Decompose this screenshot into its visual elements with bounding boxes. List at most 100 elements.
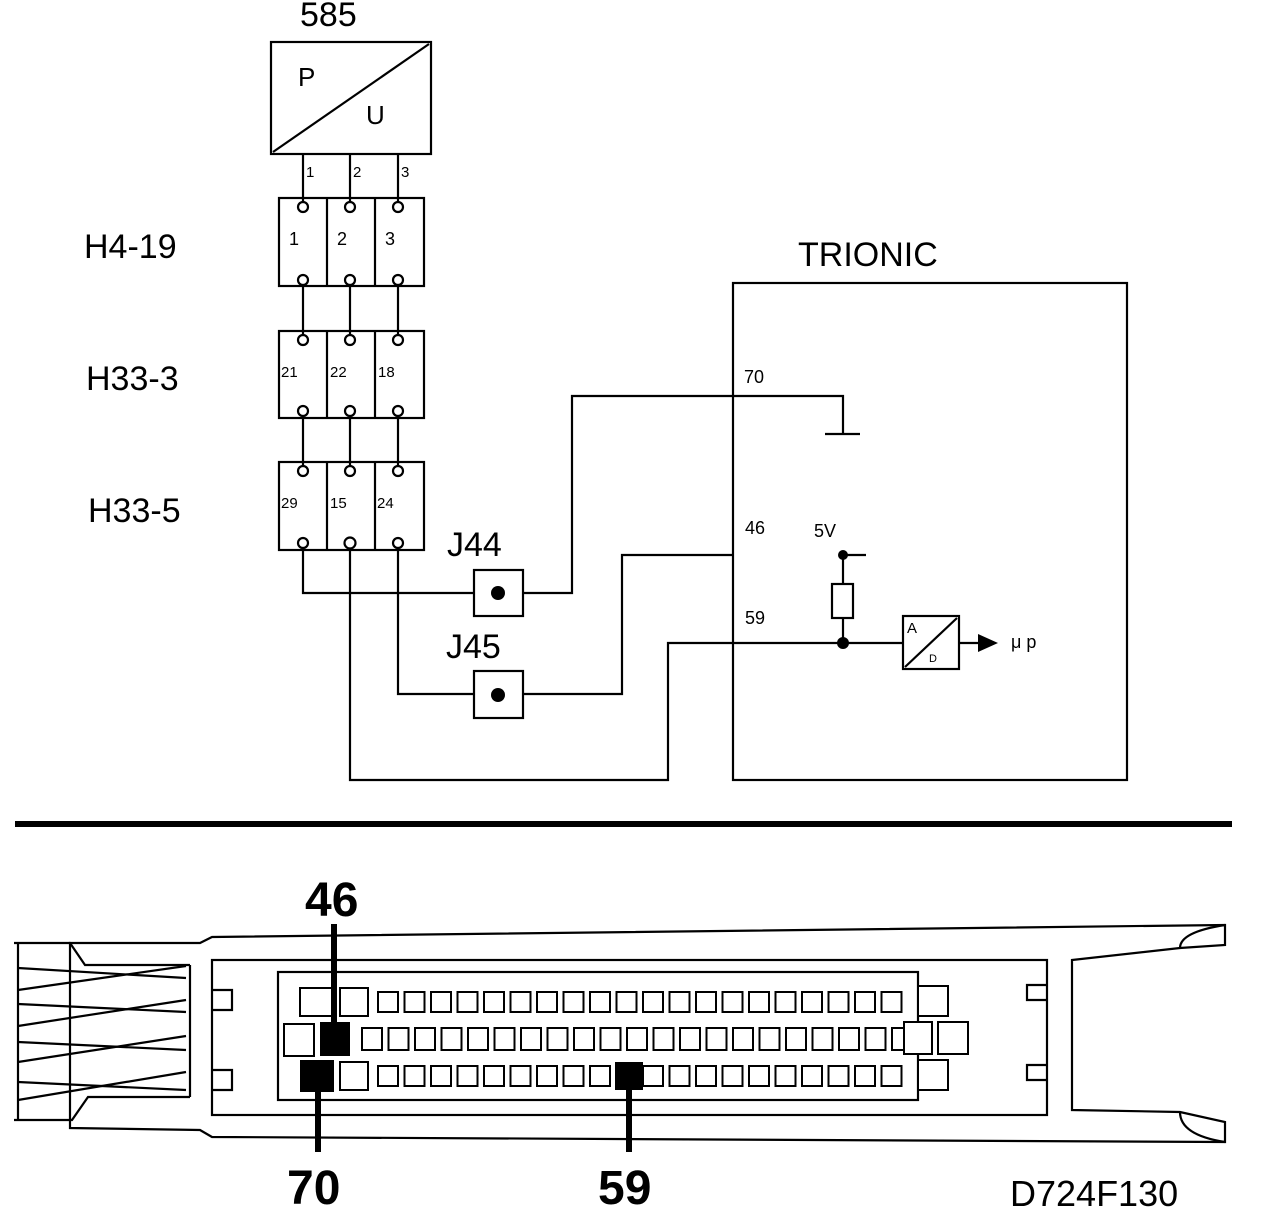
h33-5-pin-15: 15: [330, 495, 347, 512]
pin-70-highlight: [300, 1060, 334, 1092]
pullup-resistor: [830, 582, 855, 620]
sensor-id-label: 585: [300, 0, 357, 34]
pin-cell: [679, 1027, 701, 1051]
sensor-pin-1: 1: [306, 164, 314, 181]
pin-cell: [589, 1065, 611, 1087]
h4-19-pin-3: 3: [385, 229, 395, 249]
pin-cell: [483, 991, 505, 1013]
pin-cell: [880, 991, 903, 1013]
h33-3-pin-22: 22: [330, 364, 347, 381]
pin-cell-large: [339, 1061, 369, 1091]
junction-j45: [472, 669, 525, 720]
pin-cell-large: [339, 987, 369, 1017]
junction-j44-label: J44: [447, 526, 502, 564]
pin-cell: [721, 991, 744, 1013]
output-arrow-icon: [978, 634, 998, 652]
pin-cell: [774, 1065, 797, 1087]
microprocessor-label: μ p: [1011, 632, 1036, 652]
pin-cell: [440, 1027, 463, 1051]
pin-cell: [811, 1027, 834, 1051]
connector-h33-3-label: H33-3: [86, 360, 179, 398]
pin-cell: [387, 1027, 410, 1051]
ecu-title: TRIONIC: [798, 236, 938, 274]
pin-cell: [467, 1027, 489, 1051]
sensor-pin-2: 2: [353, 164, 361, 181]
pin-cell-large: [937, 1021, 969, 1055]
pin-cell-large: [903, 1021, 933, 1055]
pin-cell: [377, 991, 399, 1013]
pin-cell: [668, 991, 691, 1013]
pin-cell: [377, 1065, 399, 1087]
h33-3-pin-18: 18: [378, 364, 395, 381]
h33-5-pin-24: 24: [377, 495, 394, 512]
h4-19-pin-2: 2: [337, 229, 347, 249]
pin-cell: [827, 991, 850, 1013]
pin-cell: [361, 1027, 383, 1051]
pin-cell: [589, 991, 611, 1013]
drawing-code: D724F130: [1010, 1173, 1178, 1214]
pin-cell: [880, 1065, 903, 1087]
connector-h33-5-label: H33-5: [88, 492, 181, 530]
connector-pin-59-label: 59: [598, 1162, 651, 1215]
pin-grid: [283, 985, 969, 1091]
pin-cell-large: [917, 985, 949, 1017]
pin-cell: [695, 991, 717, 1013]
adc-bottom-letter: D: [929, 653, 937, 665]
pin-cell: [748, 991, 770, 1013]
pin-cell: [838, 1027, 860, 1051]
connector-pin-46-label: 46: [305, 874, 358, 927]
pin-cell: [642, 1065, 664, 1087]
ecu-pin-46: 46: [745, 518, 765, 538]
pin-cell: [864, 1027, 887, 1051]
pin-cell: [758, 1027, 781, 1051]
pin-cell: [785, 1027, 807, 1051]
pin-cell: [668, 1065, 691, 1087]
ecu-pin-70: 70: [744, 367, 764, 387]
sensor-pin-3: 3: [401, 164, 409, 181]
pin-cell: [854, 991, 876, 1013]
pin-cell: [801, 1065, 823, 1087]
ecu-connector-view: [14, 923, 1227, 1152]
supply-voltage-label: 5V: [814, 521, 836, 541]
pin-46-highlight: [320, 1022, 350, 1056]
pin-cell: [705, 1027, 728, 1051]
pin-cell: [536, 991, 558, 1013]
junction-j45-label: J45: [446, 628, 501, 666]
h33-5-pin-29: 29: [281, 495, 298, 512]
pin-cell: [403, 1065, 426, 1087]
pin-cell: [854, 1065, 876, 1087]
pin-cell: [430, 991, 452, 1013]
adc-converter: A D: [901, 614, 961, 671]
pin-cell: [721, 1065, 744, 1087]
sensor-bottom-letter: U: [366, 100, 385, 130]
connector-h4-19-label: H4-19: [84, 228, 177, 266]
pin-cell: [774, 991, 797, 1013]
pin-cell: [652, 1027, 675, 1051]
pin-cell: [493, 1027, 516, 1051]
trionic-ecu: 70 46 5V 59 A D μ p: [731, 281, 1129, 782]
pin-cell: [456, 991, 479, 1013]
pin-cell: [414, 1027, 436, 1051]
pin-cell: [573, 1027, 595, 1051]
connector-pin-70-label: 70: [287, 1162, 340, 1215]
pin-cell: [626, 1027, 648, 1051]
pin-cell-large: [917, 1059, 949, 1091]
pin-cell: [509, 991, 532, 1013]
h4-19-pin-1: 1: [289, 229, 299, 249]
pin-cell: [403, 991, 426, 1013]
pin-59-highlight: [615, 1062, 643, 1090]
pin-cell: [732, 1027, 754, 1051]
pin-cell: [520, 1027, 542, 1051]
connector-h33-5: 29 15 24: [277, 460, 426, 552]
pin-cell: [801, 991, 823, 1013]
pin-cell: [642, 991, 664, 1013]
pin-cell: [748, 1065, 770, 1087]
pin-cell: [483, 1065, 505, 1087]
pin-cell: [536, 1065, 558, 1087]
pin-cell: [615, 991, 638, 1013]
pin-cell: [546, 1027, 569, 1051]
pin-cell-large: [283, 1023, 315, 1057]
ecu-pin-59: 59: [745, 608, 765, 628]
